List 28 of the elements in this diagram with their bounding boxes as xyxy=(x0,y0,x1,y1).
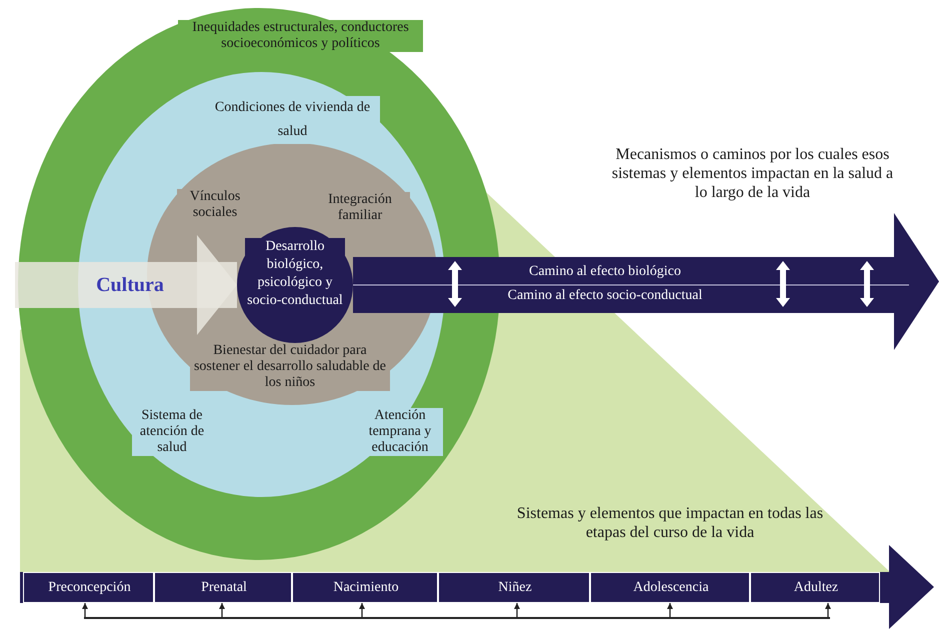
annotation-text: Sistemas y elementos que impactan en todas las etapas del curso de la vida xyxy=(516,504,824,542)
caption-text: Mecanismos o caminos por los cuales esos sistemas y elementos impactan en la salud a lo largo de la vida xyxy=(610,145,894,202)
stage-label: Preconcepción xyxy=(47,580,132,596)
pathway-label: Camino al efecto biológico xyxy=(528,264,682,280)
timeline-segment xyxy=(590,572,750,603)
arrow xyxy=(82,603,88,617)
timeline-arrow xyxy=(20,545,934,629)
timeline-segment xyxy=(23,572,154,603)
arrow xyxy=(359,603,365,617)
arrow xyxy=(514,603,520,617)
arrow xyxy=(219,603,225,617)
stage-label: Prenatal xyxy=(200,580,248,596)
bus-line xyxy=(84,617,830,619)
arrow xyxy=(15,235,237,335)
pathway-label: Camino al efecto socio-conductual xyxy=(506,288,704,304)
stage-label: Adultez xyxy=(792,580,840,596)
timeline-segment xyxy=(154,572,292,603)
stage-label: Nacimiento xyxy=(332,580,400,596)
stage-label: Adolescencia xyxy=(632,580,710,596)
arrow xyxy=(667,603,673,617)
timeline-segment xyxy=(292,572,438,603)
node-label: Bienestar del cuidador para sostener el desarrollo saludable de los niños xyxy=(190,343,390,391)
arrow xyxy=(825,603,831,617)
edge-label: Cultura xyxy=(95,274,165,296)
timeline-segment xyxy=(438,572,590,603)
stage-label: Niñez xyxy=(497,580,533,596)
timeline-segment xyxy=(750,572,880,603)
node-label: Inequidades estructurales, conductores socioeconómicos y políticos xyxy=(178,20,423,52)
